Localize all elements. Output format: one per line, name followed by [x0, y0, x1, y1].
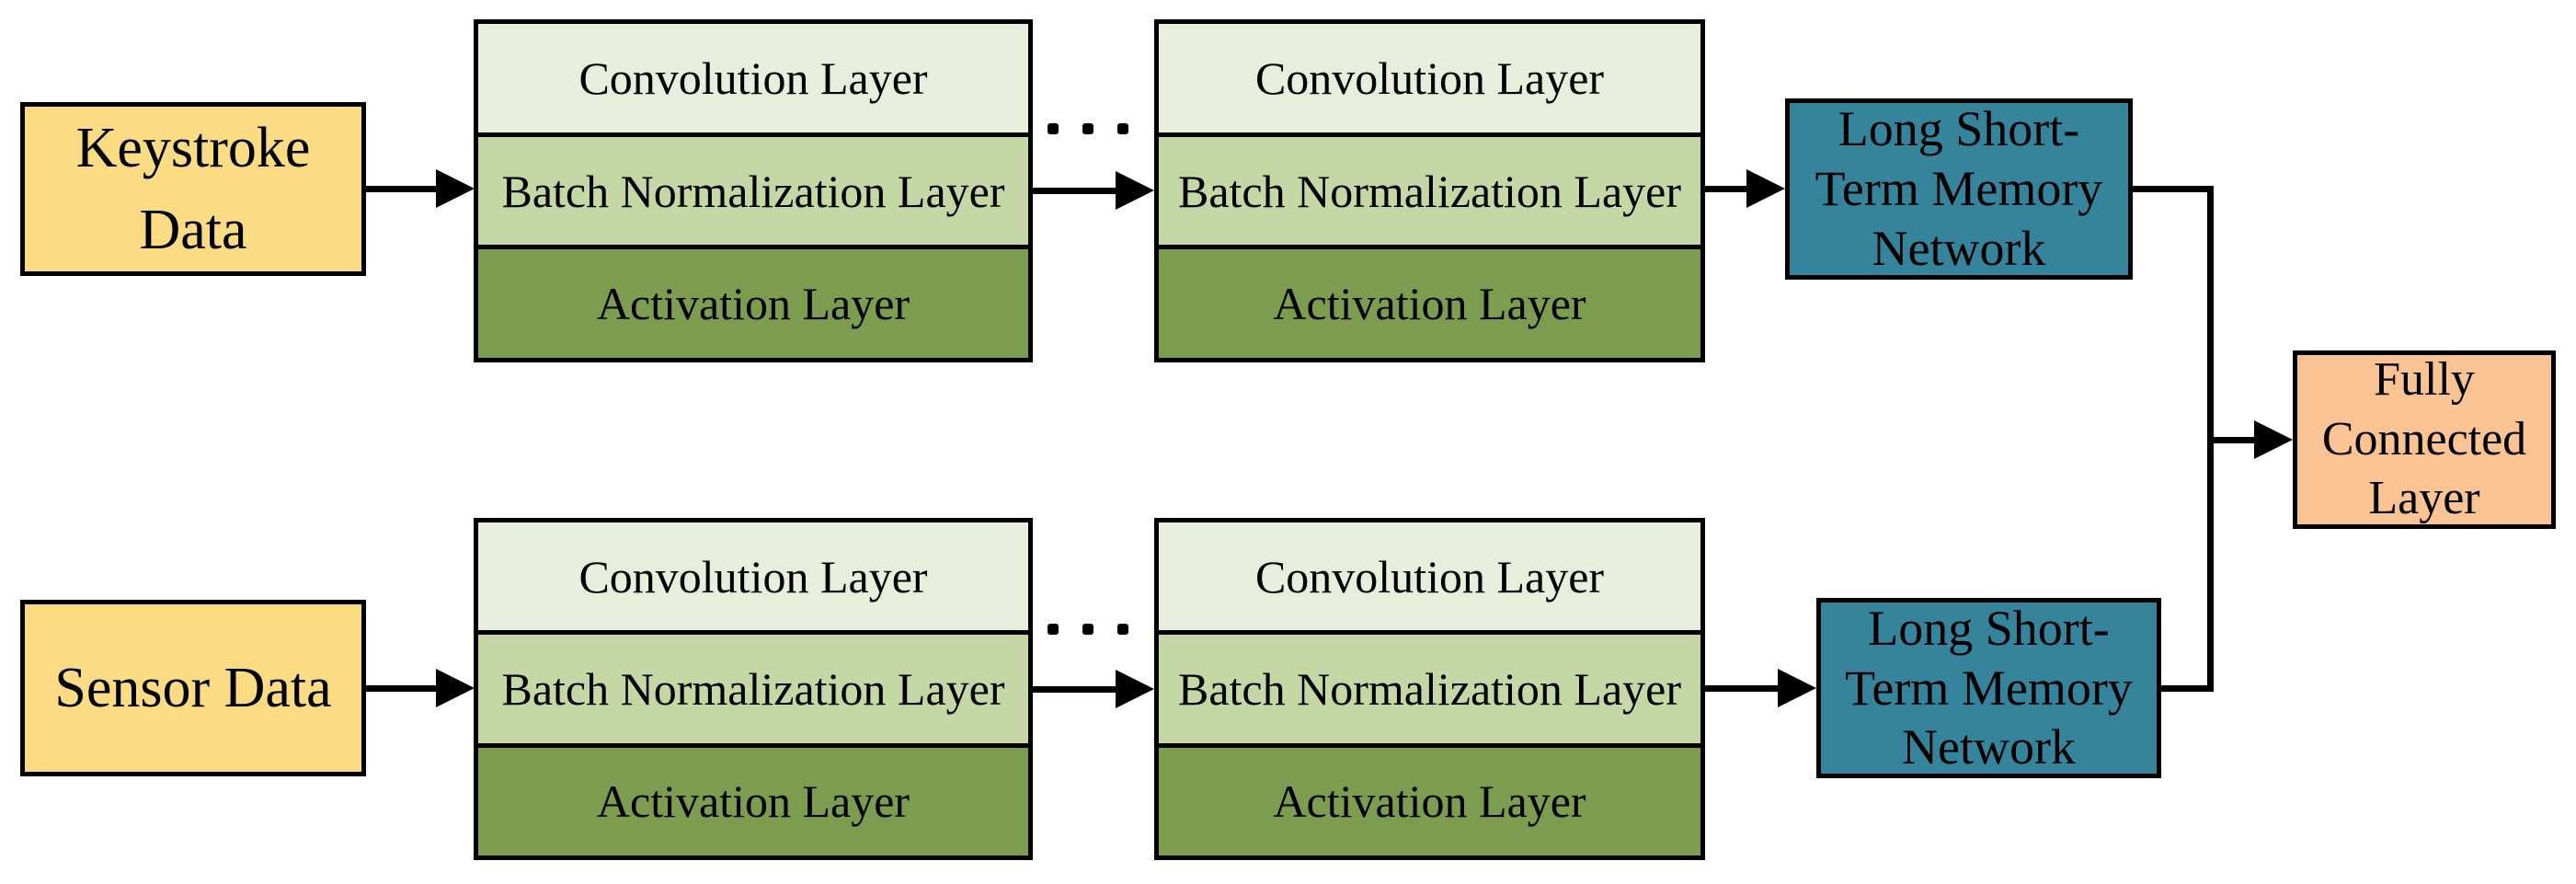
activation-layer-row: Activation Layer [478, 742, 1028, 855]
convolution-layer-row: Convolution Layer [478, 522, 1028, 631]
arrow-head-icon [1116, 171, 1154, 210]
arrow-head-icon [1778, 669, 1816, 707]
arrow-line [1705, 186, 1748, 192]
arrow-line [1705, 685, 1780, 692]
dot [1117, 123, 1128, 134]
connector-top-horizontal [2133, 186, 2214, 192]
lstm-top-box: Long Short- Term Memory Network [1785, 98, 2133, 280]
arrow-line [1033, 686, 1117, 693]
activation-layer-row: Activation Layer [1159, 245, 1700, 359]
arrow-head-icon [1746, 169, 1785, 208]
arrow-head-icon [2254, 420, 2293, 459]
dot [1082, 123, 1093, 134]
arrow-line [2210, 437, 2256, 443]
convolution-layer-row: Convolution Layer [478, 24, 1028, 132]
arrow-line [1033, 188, 1117, 194]
batch-normalization-layer-row: Batch Normalization Layer [478, 132, 1028, 246]
arrow-line [366, 186, 440, 192]
arrow-line [366, 685, 440, 692]
ellipsis-top-icon [1042, 110, 1134, 147]
batch-normalization-layer-row: Batch Normalization Layer [478, 630, 1028, 743]
arrow-head-icon [436, 169, 475, 208]
dot [1048, 123, 1059, 134]
convolution-layer-row: Convolution Layer [1159, 24, 1700, 132]
fully-connected-layer-box: Fully Connected Layer [2293, 350, 2556, 529]
dot [1048, 624, 1059, 635]
convolution-layer-row: Convolution Layer [1159, 522, 1700, 631]
activation-layer-row: Activation Layer [478, 245, 1028, 359]
keystroke-data-box: Keystroke Data [20, 102, 366, 276]
sensor-data-box: Sensor Data [20, 600, 366, 776]
arrow-head-icon [1116, 670, 1154, 708]
arrow-head-icon [436, 669, 475, 707]
dot [1082, 624, 1093, 635]
batch-normalization-layer-row: Batch Normalization Layer [1159, 132, 1700, 246]
cnn-stack-top-1: Convolution Layer Batch Normalization La… [474, 19, 1033, 362]
batch-normalization-layer-row: Batch Normalization Layer [1159, 630, 1700, 743]
cnn-stack-bottom-2: Convolution Layer Batch Normalization La… [1154, 518, 1705, 860]
dot [1117, 624, 1128, 635]
activation-layer-row: Activation Layer [1159, 742, 1700, 855]
connector-bottom-horizontal [2161, 685, 2214, 692]
cnn-stack-bottom-1: Convolution Layer Batch Normalization La… [474, 518, 1033, 860]
lstm-bottom-box: Long Short- Term Memory Network [1816, 598, 2161, 778]
cnn-stack-top-2: Convolution Layer Batch Normalization La… [1154, 19, 1705, 362]
ellipsis-bottom-icon [1042, 611, 1134, 648]
